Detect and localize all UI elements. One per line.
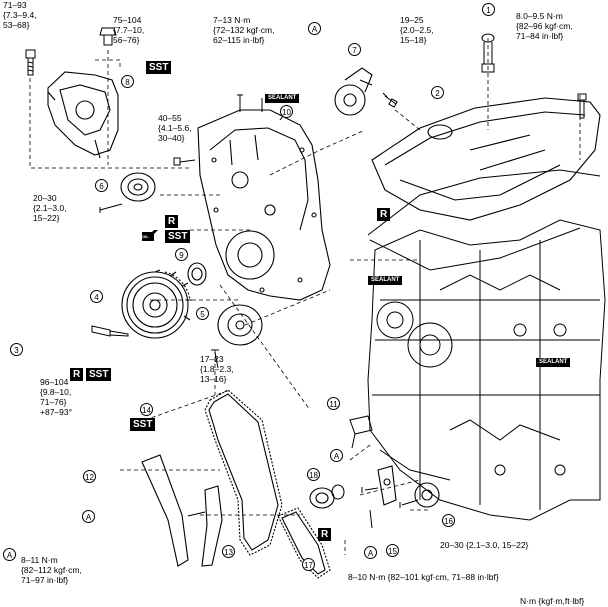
- oil-pump-sprocket: [414, 482, 440, 508]
- torque-bolt-top-left: 71–93 {7.3–9.4, 53–68}: [3, 0, 37, 30]
- drive-belt-tensioner: [334, 67, 373, 116]
- timing-chain-tensioner-arm-bracket: [349, 415, 373, 449]
- callout-13: 13: [222, 545, 235, 558]
- sst-badge: SST: [165, 230, 191, 243]
- callout-1: 1: [482, 3, 495, 16]
- callout-4: 4: [90, 290, 103, 303]
- torque-mount-nut: 75–104 {7.7–10, 56–76}: [113, 15, 145, 45]
- callout-14: 14: [140, 403, 153, 416]
- oil-pump-sprocket-bolt: [399, 499, 419, 508]
- mount-bolt-top-left: [25, 49, 36, 76]
- oil-can-label: OIL: [142, 234, 149, 239]
- front-oil-seal: [187, 262, 207, 286]
- timing-chain-guide: [141, 454, 189, 567]
- callout-5: 5: [196, 307, 209, 320]
- dashed-guide-lines: [29, 38, 581, 555]
- mount-nut: [99, 27, 117, 46]
- oil-can-icon: OIL: [140, 228, 160, 242]
- sst-badge: SST: [146, 61, 172, 74]
- callout-3: 3: [10, 343, 23, 356]
- oil-control-valve-bolt: [577, 93, 587, 119]
- sst-badge: SST: [130, 418, 156, 431]
- callout-17: 17: [302, 558, 315, 571]
- callout-11: 11: [327, 397, 340, 410]
- callout-a: A: [364, 546, 377, 559]
- callout-a: A: [82, 510, 95, 523]
- idler-pulley-lower: [217, 304, 263, 346]
- r-badge: R: [318, 528, 332, 541]
- engine-mount-bracket: [47, 71, 119, 159]
- sealant-tag: SEALANT: [536, 358, 571, 367]
- idler-pulley-upper: [120, 172, 156, 202]
- callout-7: 7: [348, 43, 361, 56]
- torque-cover-top: 7–13 N·m {72–132 kgf·cm, 62–115 in·lbf}: [213, 15, 275, 45]
- torque-a-legend: 8–11 N·m {82–112 kgf·cm, 71–97 in·lbf}: [21, 555, 82, 585]
- callout-2: 2: [431, 86, 444, 99]
- oil-pump-chain-tensioner: [377, 465, 397, 506]
- torque-drive-idler: 17–23 {1.8–2.3, 13–16}: [200, 354, 234, 384]
- cylinder-head-cover: [371, 97, 601, 221]
- callout-a: A: [330, 449, 343, 462]
- oil-pump-chain: [277, 507, 331, 579]
- callout-10: 10: [280, 105, 293, 118]
- crankshaft-pulley-bolt: [91, 325, 129, 337]
- timing-chain: [204, 389, 283, 556]
- callout-9: 9: [175, 248, 188, 261]
- chain-tensioner-arm: [187, 485, 223, 567]
- callout-16: 16: [442, 514, 455, 527]
- sealant-tag: SEALANT: [265, 94, 300, 103]
- torque-cover-mid: 40–55 {4.1–5.6, 30–40}: [158, 113, 192, 143]
- callout-18: 18: [307, 468, 320, 481]
- head-cover-gasket: [367, 169, 601, 271]
- crankshaft-pulley: [121, 269, 192, 339]
- torque-pulley-bolt: 96–104 {9.8–10, 71–76} +87–93°: [40, 377, 72, 417]
- callout-a-legend: A: [3, 548, 16, 561]
- callout-12: 12: [83, 470, 96, 483]
- units-note: N·m {kgf·m,ft·lbf}: [520, 596, 585, 606]
- sealant-tag: SEALANT: [368, 276, 403, 285]
- r-badge: R: [377, 208, 391, 221]
- timing-chain-cover: [197, 109, 331, 301]
- tensioner-15-bolts: [361, 487, 379, 529]
- callout-a: A: [308, 22, 321, 35]
- idler-lower-bolt: [211, 349, 219, 369]
- torque-tensioner-bolt: 19–25 {2.0–2.5, 15–18}: [400, 15, 434, 45]
- torque-idler: 20–30 {2.1–3.0, 15–22}: [33, 193, 67, 223]
- torque-chain-tensioner: 8–10 N·m {82–101 kgf·cm, 71–88 in·lbf}: [348, 572, 499, 582]
- torque-oil-pump-sprocket: 20–30 {2.1–3.0, 15–22}: [440, 540, 529, 550]
- callout-15: 15: [386, 544, 399, 557]
- callout-6: 6: [95, 179, 108, 192]
- r-badge: R: [70, 368, 84, 381]
- sst-badge: SST: [86, 368, 112, 381]
- idler-bolt: [99, 203, 123, 213]
- cover-bolts: [173, 94, 263, 166]
- tensioner-bolt: [382, 92, 398, 108]
- engine-block: [367, 219, 606, 521]
- r-badge: R: [165, 215, 179, 228]
- callout-8: 8: [121, 75, 134, 88]
- oil-control-valve: [481, 33, 495, 73]
- torque-oil-control-valve: 8.0–9.5 N·m {82–96 kgf·cm, 71–84 in·lbf}: [516, 11, 573, 41]
- crankshaft-sprocket: [309, 484, 345, 509]
